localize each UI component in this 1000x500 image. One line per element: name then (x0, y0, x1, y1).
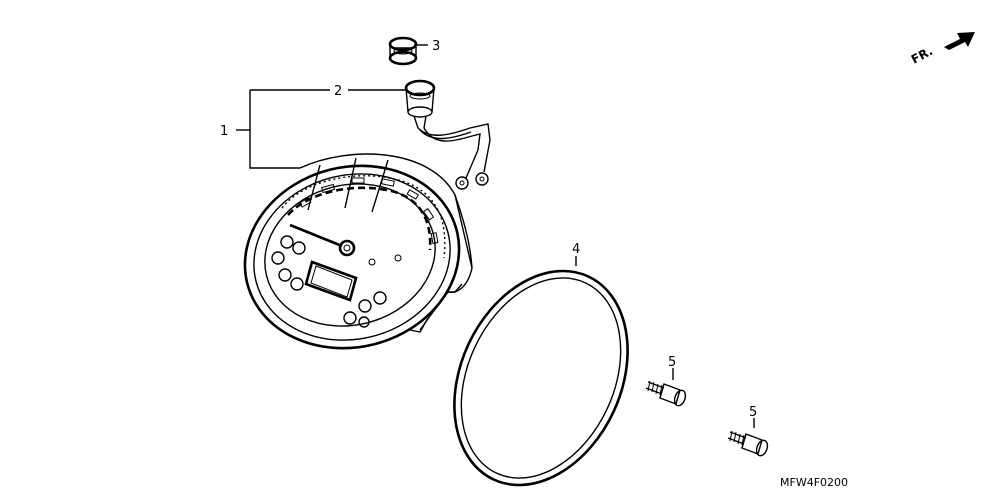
callout-5a: 5 (668, 355, 676, 370)
meter-assembly (243, 153, 473, 350)
bulb-socket (404, 79, 491, 190)
o-ring (453, 269, 629, 487)
screw-b (727, 430, 769, 457)
indicator-lamps (271, 235, 402, 328)
callout-4: 4 (572, 242, 580, 257)
direction-label: FR. (909, 44, 935, 67)
front-direction-arrow-icon (944, 32, 975, 50)
callout-5b: 5 (749, 405, 757, 420)
callout-1: 1 (220, 124, 228, 139)
screw-a (645, 380, 687, 407)
callout-3: 3 (432, 39, 440, 54)
scale-marks (298, 177, 439, 245)
diagram-code: MFW4F0200 (780, 476, 848, 489)
callout-2: 2 (334, 84, 342, 99)
grommet (388, 36, 418, 66)
leader-lines (236, 44, 755, 428)
